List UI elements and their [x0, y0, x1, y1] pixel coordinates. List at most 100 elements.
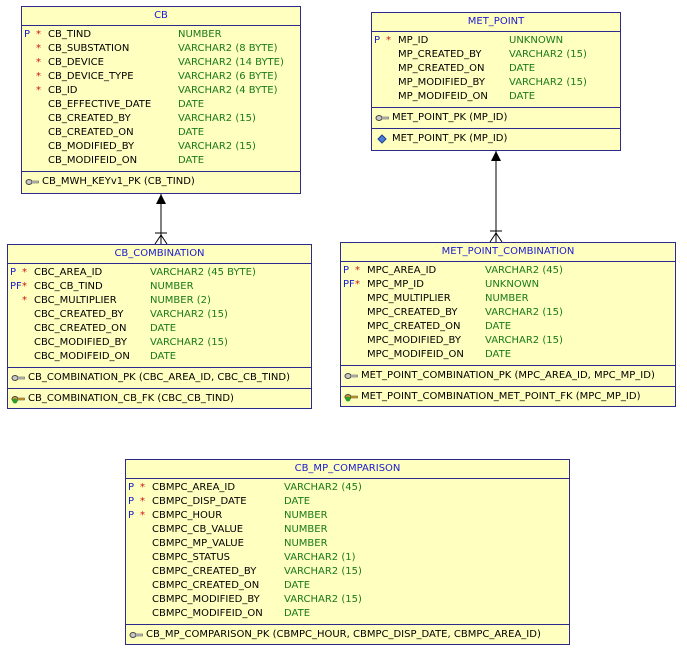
- column-name: CBMPC_CREATED_ON: [152, 580, 260, 591]
- pk-flag: PF: [10, 281, 22, 292]
- column-name: CBC_CREATED_ON: [34, 323, 127, 334]
- column-type: VARCHAR2 (45): [485, 265, 563, 276]
- mandatory-flag: *: [22, 281, 27, 292]
- column-type: VARCHAR2 (15): [150, 309, 228, 320]
- column-type: VARCHAR2 (45 BYTE): [150, 267, 256, 278]
- column-type: DATE: [178, 127, 205, 138]
- column-type: DATE: [509, 91, 536, 102]
- primary-key-row[interactable]: CB_MP_COMPARISON_PK (CBMPC_HOUR, CBMPC_D…: [126, 628, 569, 642]
- foreign-key-row[interactable]: MET_POINT_COMBINATION_MET_POINT_FK (MPC_…: [341, 390, 675, 404]
- column-type: DATE: [178, 99, 205, 110]
- mandatory-flag: *: [36, 29, 41, 40]
- pk-flag: P: [374, 35, 381, 46]
- key-label: MET_POINT_COMBINATION_MET_POINT_FK (MPC_…: [361, 391, 641, 402]
- column-name: MPC_CREATED_BY: [367, 307, 458, 318]
- column-name: CBMPC_DISP_DATE: [152, 496, 247, 507]
- index-row[interactable]: MET_POINT_PK (MP_ID): [372, 132, 620, 146]
- primary-key-section: CB_MP_COMPARISON_PK (CBMPC_HOUR, CBMPC_D…: [126, 625, 569, 645]
- column-type: VARCHAR2 (15): [485, 335, 563, 346]
- column-name: CB_DEVICE_TYPE: [48, 71, 134, 82]
- column-type: VARCHAR2 (15): [178, 141, 256, 152]
- mandatory-flag: *: [355, 265, 360, 276]
- column-type: DATE: [150, 351, 177, 362]
- crows-foot-icon: [154, 234, 162, 245]
- arrow-head-icon: [156, 194, 166, 204]
- primary-key-row[interactable]: CB_MWH_KEYv1_PK (CB_TIND): [22, 175, 300, 189]
- entity-title: MET_POINT: [372, 13, 620, 32]
- column-name: CB_CREATED_BY: [48, 113, 131, 124]
- pk-flag: P: [128, 496, 135, 507]
- foreign-key-row[interactable]: CB_COMBINATION_CB_FK (CBC_CB_TIND): [8, 392, 311, 406]
- pk-flag: P: [24, 29, 31, 40]
- foreign-key-section: CB_COMBINATION_CB_FK (CBC_CB_TIND): [8, 389, 311, 409]
- primary-key-row[interactable]: MET_POINT_COMBINATION_PK (MPC_AREA_ID, M…: [341, 369, 675, 383]
- entity-title: MET_POINT_COMBINATION: [341, 243, 675, 262]
- mandatory-flag: *: [36, 57, 41, 68]
- column-type: DATE: [284, 608, 311, 619]
- mandatory-flag: *: [140, 482, 145, 493]
- cb-to-cb-combination-relationship[interactable]: [154, 194, 168, 245]
- primary-key-icon: [11, 375, 25, 381]
- foreign-key-section: MET_POINT_COMBINATION_MET_POINT_FK (MPC_…: [341, 387, 675, 407]
- entity-title: CB_MP_COMPARISON: [126, 460, 569, 479]
- primary-key-row[interactable]: MET_POINT_PK (MP_ID): [372, 111, 620, 125]
- column-type: NUMBER: [284, 538, 328, 549]
- pk-flag: P: [10, 267, 17, 278]
- column-name: MP_CREATED_BY: [398, 49, 482, 60]
- column-type: VARCHAR2 (14 BYTE): [178, 57, 284, 68]
- key-label: MET_POINT_COMBINATION_PK (MPC_AREA_ID, M…: [361, 370, 655, 381]
- key-label: CB_MWH_KEYv1_PK (CB_TIND): [42, 176, 195, 187]
- key-label: CB_COMBINATION_PK (CBC_AREA_ID, CBC_CB_T…: [28, 372, 290, 383]
- mandatory-flag: *: [36, 43, 41, 54]
- mandatory-flag: *: [140, 510, 145, 521]
- met-point-to-met-point-combination-relationship[interactable]: [489, 151, 503, 243]
- primary-key-row[interactable]: CB_COMBINATION_PK (CBC_AREA_ID, CBC_CB_T…: [8, 371, 311, 385]
- column-name: CB_TIND: [48, 29, 92, 40]
